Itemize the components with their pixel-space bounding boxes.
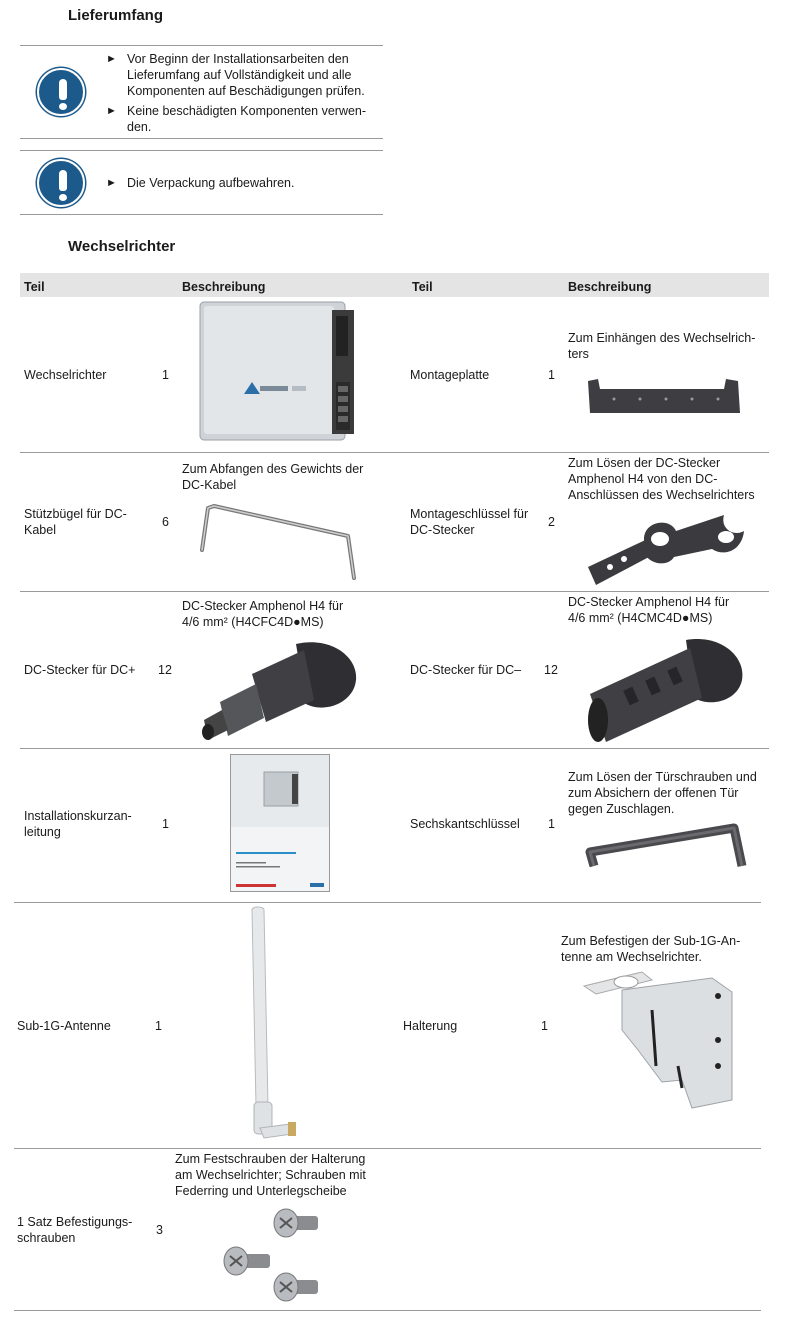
part-qty: 12 xyxy=(158,663,172,677)
part-description: DC-Stecker Amphenol H4 für 4/6 mm² (H4CM… xyxy=(568,595,730,625)
part-description: Zum Einhängen des Wechselrich- ters xyxy=(568,331,756,361)
part-qty: 6 xyxy=(162,515,169,529)
part-name: Sub-1G-Antenne xyxy=(17,1019,111,1033)
row-rule xyxy=(20,748,769,749)
bullet-icon: ► xyxy=(106,53,117,65)
antenna-image xyxy=(251,906,297,1139)
part-description: Zum Lösen der DC-Stecker Amphenol H4 von… xyxy=(568,456,755,502)
column-header-beschreibung: Beschreibung xyxy=(182,280,266,294)
part-name: Installationskurzan- leitung xyxy=(24,809,132,839)
part-name: Wechselrichter xyxy=(24,368,107,382)
notice-rule-top xyxy=(20,150,383,151)
section-title-lieferumfang: Lieferumfang xyxy=(68,7,164,24)
notice-1-bullet-1: Vor Beginn der Installationsarbeiten den… xyxy=(127,52,365,98)
inverter-image xyxy=(199,301,354,441)
part-description: DC-Stecker Amphenol H4 für 4/6 mm² (H4CF… xyxy=(182,599,344,629)
notice-rule-bottom xyxy=(20,214,383,215)
part-name: Sechskantschlüssel xyxy=(410,817,520,831)
part-qty: 1 xyxy=(548,368,555,382)
part-name: 1 Satz Befestigungs- schrauben xyxy=(17,1215,133,1245)
part-description: Zum Festschrauben der Halterung am Wechs… xyxy=(175,1152,366,1198)
column-header-teil: Teil xyxy=(24,280,45,294)
bullet-icon: ► xyxy=(106,105,117,117)
row-rule xyxy=(14,1148,761,1149)
column-header-teil-2: Teil xyxy=(412,280,433,294)
part-qty: 1 xyxy=(162,368,169,382)
part-description: Zum Abfangen des Gewichts der DC-Kabel xyxy=(182,462,364,492)
section-title-wechselrichter: Wechselrichter xyxy=(68,238,176,255)
support-bracket-image xyxy=(200,504,356,580)
holder-image xyxy=(582,971,733,1109)
notice-rule-bottom xyxy=(20,138,383,139)
mounting-plate-image xyxy=(588,379,740,413)
part-qty: 3 xyxy=(156,1223,163,1237)
part-name: Halterung xyxy=(403,1019,458,1033)
row-rule xyxy=(20,591,769,592)
column-header-beschreibung-2: Beschreibung xyxy=(568,280,652,294)
manual-image xyxy=(230,754,330,892)
part-qty: 12 xyxy=(544,663,558,677)
row-rule xyxy=(20,452,769,453)
part-name: Stützbügel für DC- Kabel xyxy=(24,507,127,537)
part-qty: 1 xyxy=(162,817,169,831)
row-rule xyxy=(14,1310,761,1311)
part-qty: 1 xyxy=(541,1019,548,1033)
table-header xyxy=(20,273,769,297)
dc-plus-connector-image xyxy=(202,642,357,740)
part-name: DC-Stecker für DC– xyxy=(410,663,522,677)
dc-minus-connector-image xyxy=(588,639,743,742)
exclamation-icon xyxy=(37,68,85,116)
part-description: Zum Lösen der Türschrauben und zum Absic… xyxy=(568,770,757,816)
exclamation-icon xyxy=(37,159,85,207)
part-qty: 1 xyxy=(548,817,555,831)
part-description: Zum Befestigen der Sub-1G-An- tenne am W… xyxy=(561,934,741,964)
screws-image xyxy=(223,1208,318,1302)
dc-wrench-image xyxy=(588,515,744,585)
part-name: DC-Stecker für DC+ xyxy=(24,663,136,677)
part-qty: 1 xyxy=(155,1019,162,1033)
notice-2-bullet-1: Die Verpackung aufbewahren. xyxy=(127,176,295,190)
part-qty: 2 xyxy=(548,515,555,529)
hex-key-image xyxy=(585,823,747,868)
row-rule xyxy=(14,902,761,903)
part-name: Montageschlüssel für DC-Stecker xyxy=(410,507,529,537)
notice-1-bullet-2: Keine beschädigten Komponenten verwen- d… xyxy=(127,104,367,134)
part-name: Montageplatte xyxy=(410,368,490,382)
notice-rule-top xyxy=(20,45,383,46)
bullet-icon: ► xyxy=(106,177,117,189)
